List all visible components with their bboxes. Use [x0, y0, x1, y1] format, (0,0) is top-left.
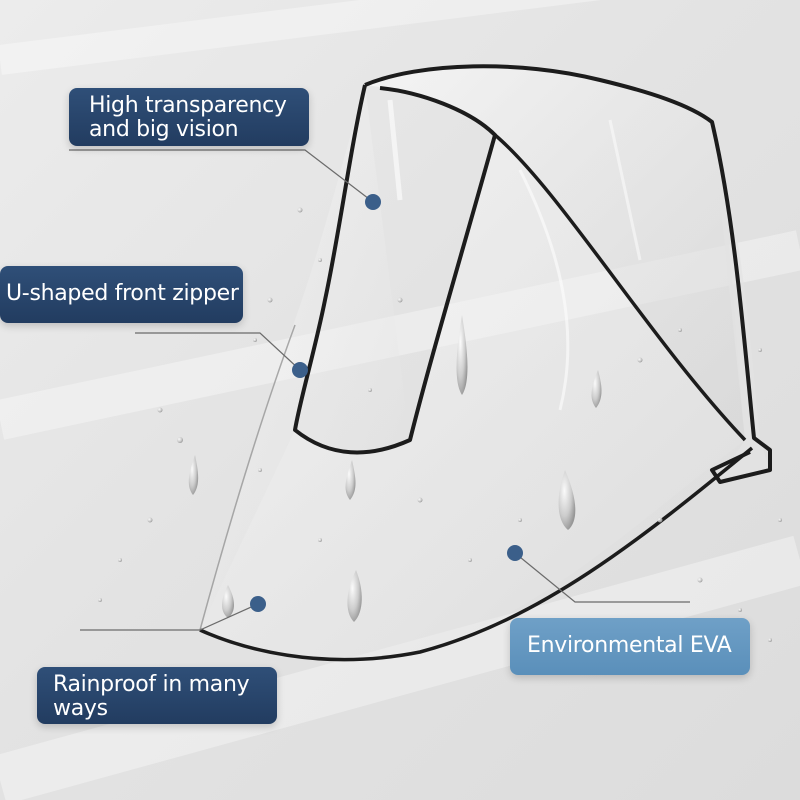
rain-cover-body [199, 64, 772, 663]
callout-lines [69, 149, 690, 631]
rainproof-dot [250, 596, 266, 612]
transparency-dot [365, 194, 381, 210]
callout-environmental-eva: Environmental EVA [510, 618, 750, 675]
rainproof-leader [80, 603, 259, 631]
callout-rainproof: Rainproof in many ways [37, 667, 277, 724]
callout-environmental-eva-text: Environmental EVA [527, 633, 732, 658]
callout-high-transparency-line2: and big vision [89, 117, 239, 142]
eva-leader [514, 552, 690, 603]
water-droplets [98, 207, 782, 642]
zipper-dot [292, 362, 308, 378]
callout-u-shaped-zipper-text: U-shaped front zipper [6, 281, 239, 306]
zipper-leader [135, 332, 301, 371]
callout-rainproof-line1: Rainproof in many [53, 672, 250, 697]
callout-high-transparency-line1: High transparency [89, 93, 287, 118]
callout-rainproof-line2: ways [53, 696, 108, 721]
callout-high-transparency: High transparency and big vision [69, 88, 309, 146]
eva-dot [507, 545, 523, 561]
transparency-leader [69, 149, 374, 203]
callout-u-shaped-zipper: U-shaped front zipper [0, 266, 243, 323]
callout-dots [250, 194, 523, 612]
